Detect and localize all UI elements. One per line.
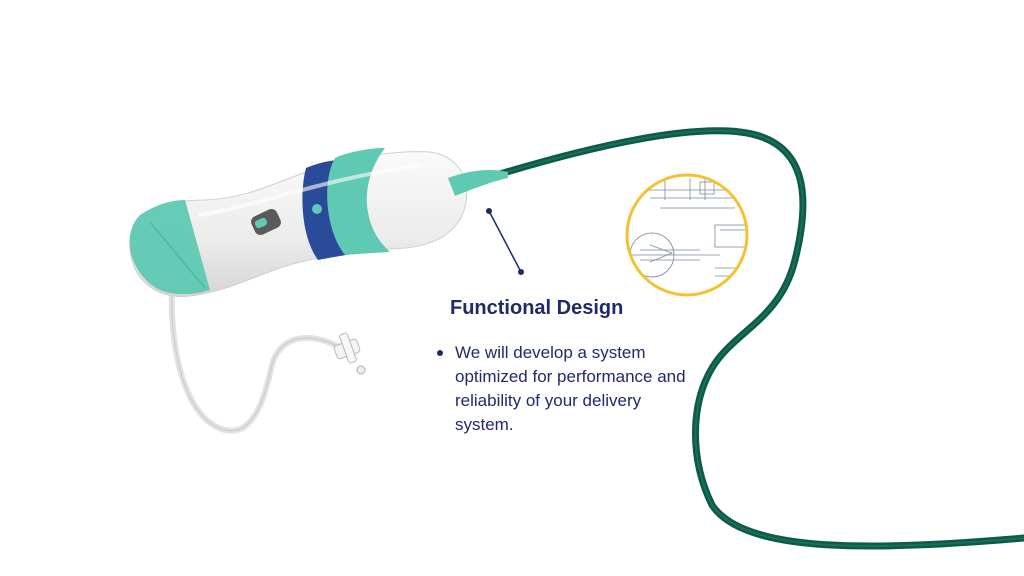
feature-bullet-text: We will develop a system optimized for p…: [455, 343, 686, 434]
callout-dot-end: [518, 269, 524, 275]
technical-drawing-detail-icon: [625, 173, 749, 297]
feature-bullet: We will develop a system optimized for p…: [436, 341, 696, 437]
catheter-tube: [496, 127, 1024, 550]
feature-bullet-list: We will develop a system optimized for p…: [436, 341, 696, 437]
stopcock-icon: [333, 332, 366, 375]
callout-line: [488, 210, 522, 273]
callout-dot-start: [486, 208, 492, 214]
bullet-dot-icon: [437, 350, 443, 356]
catheter-handle-icon: [129, 148, 508, 297]
feature-heading: Functional Design: [450, 297, 624, 319]
